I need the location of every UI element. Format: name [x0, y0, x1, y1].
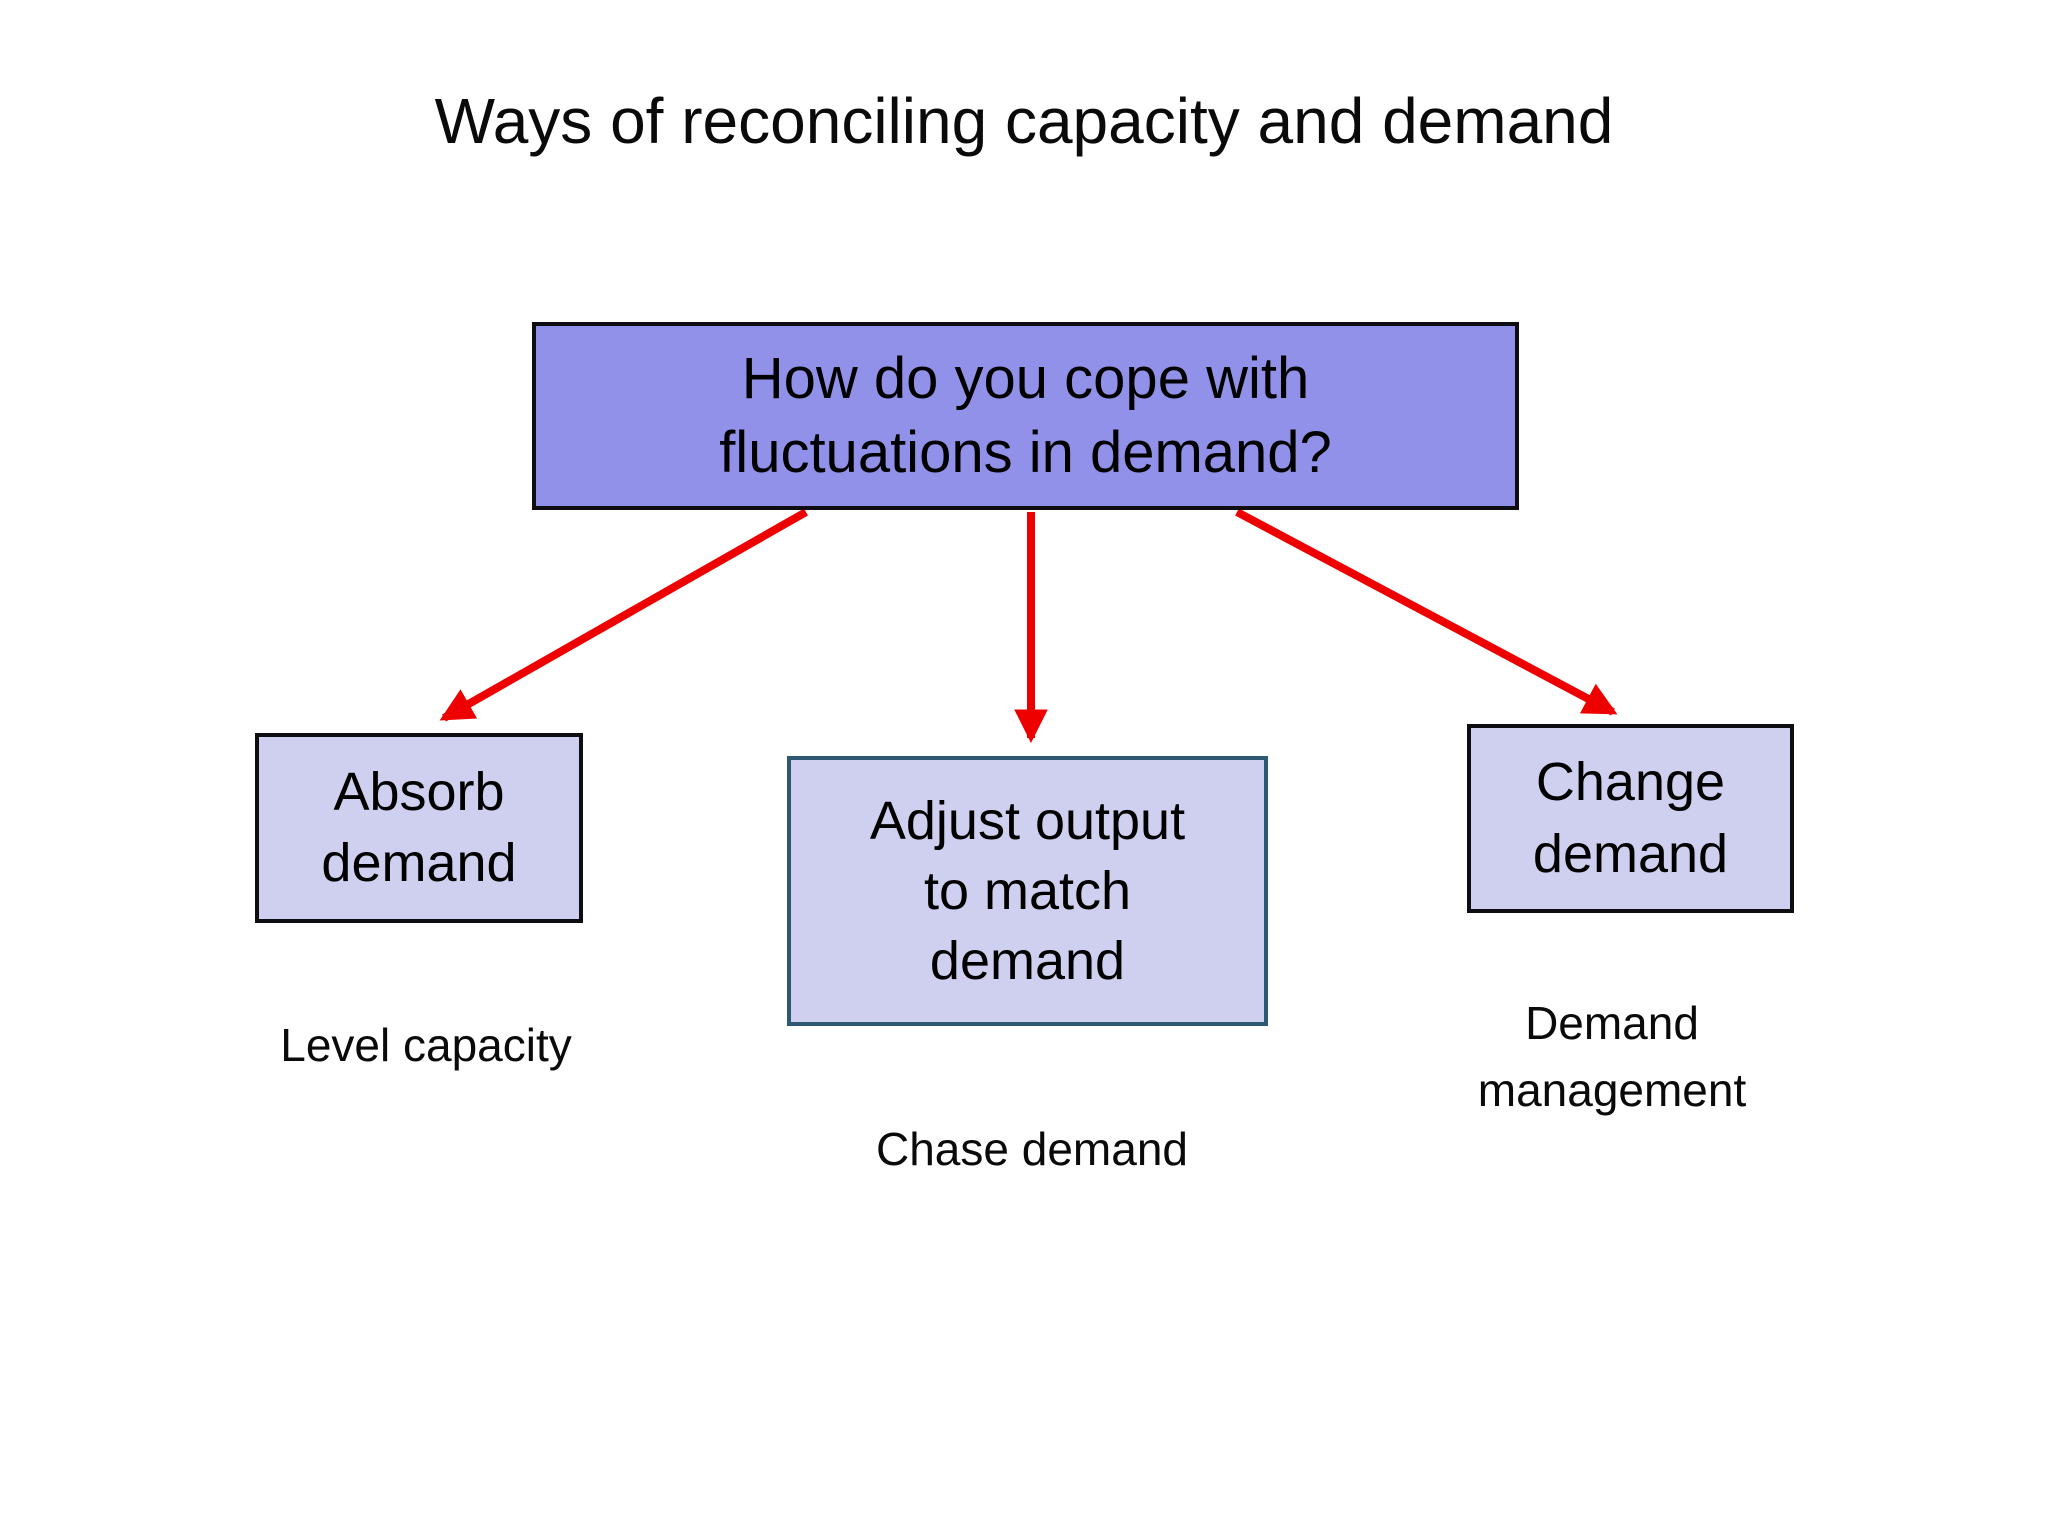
node-adjust-output: Adjust output to match demand [787, 756, 1268, 1026]
node-adjust-line3: demand [929, 931, 1126, 992]
arrow-root-to-absorb [439, 508, 808, 722]
node-change-line2: demand [1532, 823, 1729, 884]
node-change-line1: Change [1535, 752, 1726, 813]
caption-chase-demand: Chase demand [782, 1116, 1282, 1183]
node-root-line2: fluctuations in demand? [719, 420, 1332, 485]
node-root-question: How do you cope with fluctuations in dem… [532, 322, 1519, 510]
node-root-line1: How do you cope with [741, 345, 1310, 411]
node-change-demand: Change demand [1467, 724, 1794, 913]
arrow-root-to-change [1235, 508, 1618, 716]
node-absorb-line2: demand [321, 833, 517, 893]
node-adjust-line1: Adjust output [869, 790, 1186, 851]
caption-demand-management-line1: Demand [1525, 997, 1699, 1049]
node-absorb-demand: Absorb demand [255, 733, 583, 923]
node-absorb-line1: Absorb [333, 761, 505, 822]
caption-level-capacity: Level capacity [206, 1012, 646, 1079]
caption-level-capacity-text: Level capacity [280, 1019, 572, 1071]
node-adjust-line2: to match [923, 860, 1132, 921]
caption-demand-management-line2: management [1477, 1063, 1747, 1116]
caption-demand-management: Demand management [1412, 990, 1812, 1123]
page-title: Ways of reconciling capacity and demand [434, 85, 1614, 157]
caption-chase-demand-text: Chase demand [876, 1123, 1188, 1175]
